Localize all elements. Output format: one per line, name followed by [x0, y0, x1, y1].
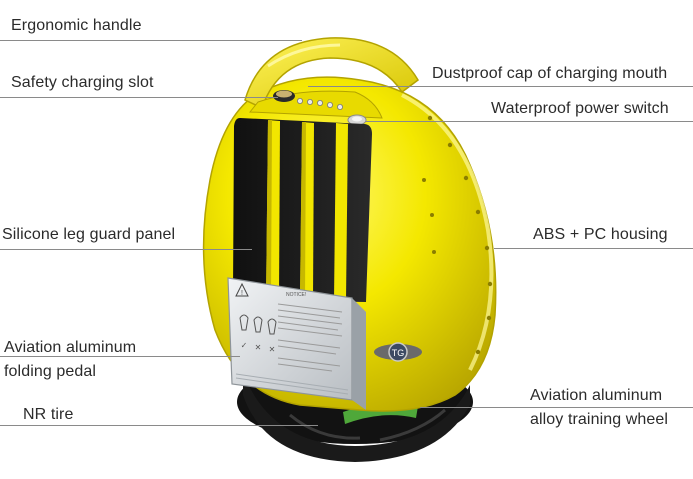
pedal-notice-heading: NOTICE! [286, 292, 306, 298]
callout-ergonomic-handle: Ergonomic handle [11, 17, 142, 34]
callout-waterproof-switch: Waterproof power switch [491, 100, 669, 117]
leader-lines [0, 40, 693, 426]
safety-charging-slot [273, 90, 295, 102]
callout-leg-guard: Silicone leg guard panel [2, 226, 176, 243]
callout-nr-tire: NR tire [23, 406, 74, 423]
top-panel [248, 90, 383, 126]
svg-text:✓: ✓ [241, 341, 248, 350]
silicone-leg-guard [232, 118, 372, 302]
callout-folding-pedal-line1: Aviation aluminum [4, 339, 137, 356]
svg-text:!: ! [241, 290, 243, 297]
callout-training-wheel-line2: alloy training wheel [530, 411, 669, 428]
callout-folding-pedal: Aviation aluminum folding pedal [4, 336, 136, 384]
svg-text:✕: ✕ [269, 345, 276, 354]
callout-folding-pedal-line2: folding pedal [4, 363, 97, 380]
callout-safety-charging-slot: Safety charging slot [11, 74, 154, 91]
callout-dustproof-cap: Dustproof cap of charging mouth [432, 65, 668, 82]
callout-training-wheel: Aviation aluminum alloy training wheel [530, 384, 668, 432]
ergonomic-handle [244, 37, 419, 110]
svg-text:✕: ✕ [255, 343, 262, 352]
folding-pedal: ! NOTICE! ✓ ✕ ✕ [227, 277, 366, 410]
callout-training-wheel-line1: Aviation aluminum [530, 387, 663, 404]
brand-emblem: TG [374, 342, 422, 362]
callout-housing: ABS + PC housing [533, 226, 668, 243]
svg-text:TG: TG [392, 348, 405, 358]
